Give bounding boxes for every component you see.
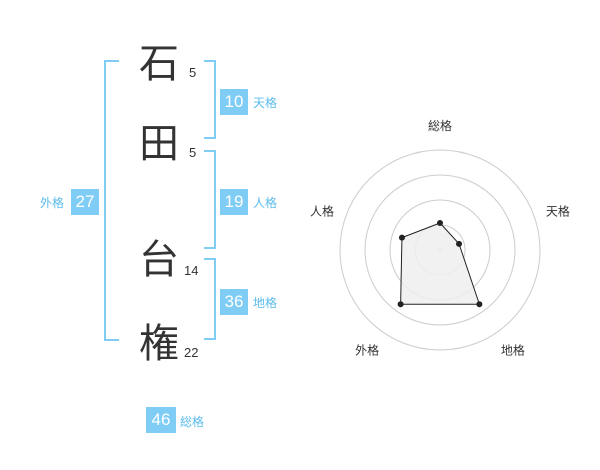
tenkaku-label: 天格 <box>253 96 278 110</box>
radar-point-2 <box>456 240 463 247</box>
radar-ring-3 <box>364 174 516 326</box>
jinkaku-bracket <box>204 150 216 249</box>
name-char-1: 石 <box>139 41 179 87</box>
radar-axis-label-5: 人格 <box>310 204 334 219</box>
chikaku-label: 地格 <box>253 296 278 310</box>
gaikaku-bracket <box>104 60 119 341</box>
stroke-count-1: 5 <box>189 65 197 80</box>
name-char-2: 田 <box>139 121 179 167</box>
tenkaku-value: 10 <box>220 89 248 115</box>
gaikaku-label: 外格 <box>40 196 65 210</box>
jinkaku-label: 人格 <box>253 196 278 210</box>
radar-ring-4 <box>339 149 541 351</box>
radar-point-4 <box>397 301 404 308</box>
name-char-3: 台 <box>139 237 179 283</box>
stroke-count-4: 22 <box>184 345 199 360</box>
chikaku-value: 36 <box>220 289 248 315</box>
radar-axis-label-1: 総格 <box>428 118 452 133</box>
radar-axis-label-2: 天格 <box>546 204 570 219</box>
radar-axis-label-3: 地格 <box>501 342 525 357</box>
stroke-count-2: 5 <box>189 145 197 160</box>
stroke-count-3: 14 <box>184 263 199 278</box>
radar-area <box>397 220 483 308</box>
chikaku-bracket <box>204 258 216 340</box>
radar-point-1 <box>437 220 443 226</box>
radar-series <box>400 222 481 305</box>
soukaku-value: 46 <box>146 407 176 433</box>
radar-point-3 <box>476 301 483 308</box>
tenkaku-bracket <box>204 60 216 139</box>
jinkaku-value: 19 <box>220 189 248 215</box>
radar-axis-label-4: 外格 <box>355 342 379 357</box>
name-char-4: 権 <box>139 321 179 367</box>
gaikaku-value: 27 <box>71 189 99 215</box>
soukaku-label: 総格 <box>180 415 205 429</box>
radar-point-5 <box>398 234 405 241</box>
